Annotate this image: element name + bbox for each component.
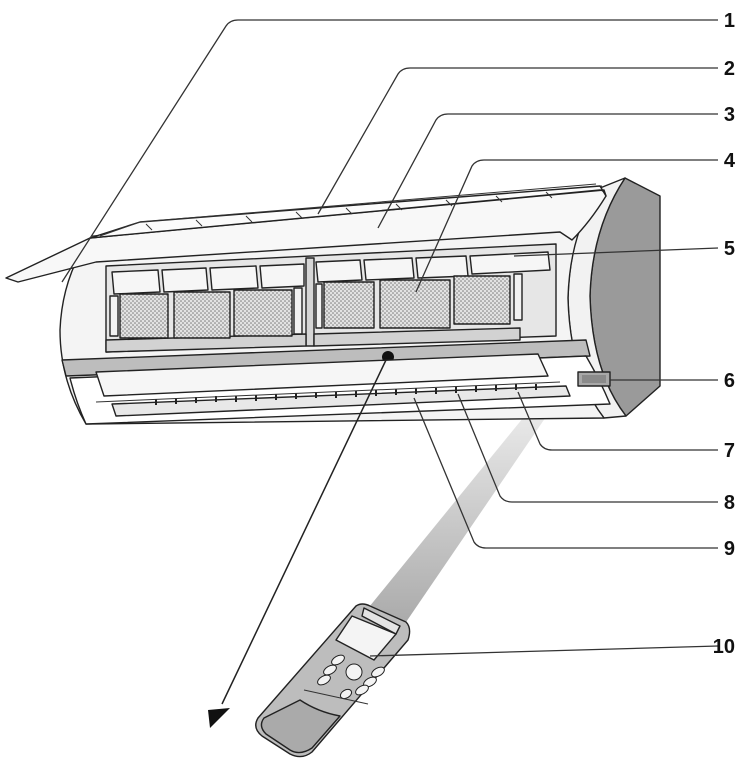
vertical-louvers [111,385,571,417]
callout-8: 8 [724,492,735,514]
callout-9: 9 [724,538,735,560]
airflow-arrow-icon [208,359,387,728]
callout-5: 5 [724,238,735,260]
callout-1: 1 [724,10,735,32]
infrared-beam [365,402,552,628]
leader-lines [61,19,719,657]
callout-7: 7 [724,440,735,462]
indicator-lamps [577,371,611,387]
air-outlet [69,353,611,425]
front-panel-open [5,183,607,283]
callout-4: 4 [724,150,736,172]
callout-6: 6 [724,370,735,392]
callout-10: 10 [713,636,735,658]
callout-2: 2 [724,58,735,80]
air-purifying-filter-tab [469,251,551,275]
filter-tabs-right [315,251,551,283]
filter-tabs-left [111,263,305,295]
air-filter-mesh-left [109,287,303,339]
remote-lcd [335,615,397,661]
callout-3: 3 [724,104,735,126]
horizontal-flap [95,353,549,397]
remote-controller [255,603,411,758]
air-filter-mesh-right [315,273,523,329]
front-grille-band [61,339,591,377]
callout-numbers: 1 2 3 4 5 6 7 8 9 10 [713,10,736,658]
